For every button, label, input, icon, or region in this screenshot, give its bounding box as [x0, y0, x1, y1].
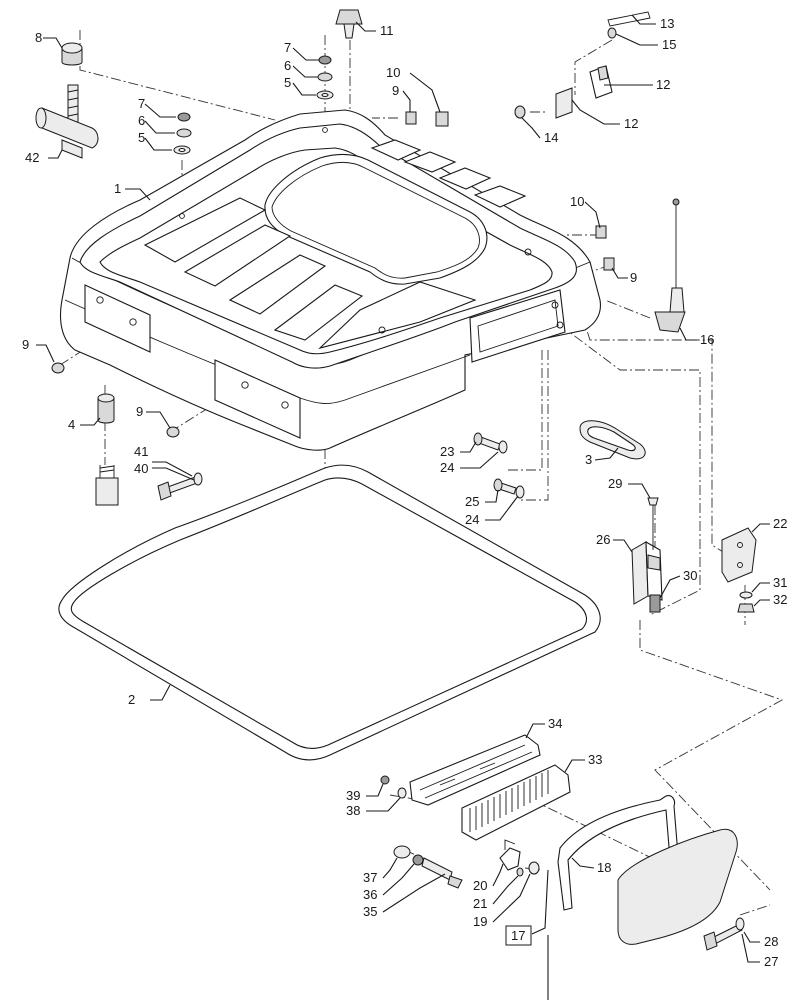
callout-5-right: 5: [284, 75, 291, 90]
callout-1: 1: [114, 181, 121, 196]
callout-8: 8: [35, 30, 42, 45]
filter-housing-34: [409, 734, 541, 806]
roof-seal: [58, 464, 601, 761]
fitting-11: [335, 9, 363, 39]
callout-27: 27: [764, 954, 778, 969]
callout-28: 28: [764, 934, 778, 949]
screw-set-35-37: [393, 845, 463, 889]
callout-labels: 8 42 1 7 6 5 7 6 5 11 10 9 13 15 12 12 1…: [22, 16, 787, 969]
callout-35: 35: [363, 904, 377, 919]
clip-20: [499, 839, 540, 877]
callout-13: 13: [660, 16, 674, 31]
sleeve-4: [95, 393, 119, 506]
callout-11: 11: [380, 23, 394, 38]
callout-31: 31: [773, 575, 787, 590]
callout-9-top: 9: [392, 83, 399, 98]
cab-roof: [59, 109, 602, 451]
callout-24-top: 24: [440, 460, 454, 475]
callout-24-bottom: 24: [465, 512, 479, 527]
leader-lines: [36, 14, 770, 1000]
callout-18: 18: [597, 860, 611, 875]
callout-16: 16: [700, 332, 714, 347]
callout-37: 37: [363, 870, 377, 885]
callout-23: 23: [440, 444, 454, 459]
callout-4: 4: [68, 417, 75, 432]
bracket-22: [721, 527, 757, 583]
callout-34: 34: [548, 716, 562, 731]
callout-12b: 12: [624, 116, 638, 131]
filter-33: [461, 764, 571, 841]
callout-17: 17: [511, 928, 525, 943]
bolt-40: [157, 472, 203, 501]
callout-15: 15: [662, 37, 676, 52]
callout-26: 26: [596, 532, 610, 547]
callout-7-right: 7: [284, 40, 291, 55]
latch-12: [514, 11, 651, 119]
callout-29: 29: [608, 476, 622, 491]
seal-strip-18: [557, 795, 681, 911]
callout-10-right: 10: [570, 194, 584, 209]
callout-9-right: 9: [630, 270, 637, 285]
callout-30: 30: [683, 568, 697, 583]
callout-6-right: 6: [284, 58, 291, 73]
callout-25: 25: [465, 494, 479, 509]
callout-32: 32: [773, 592, 787, 607]
callout-12: 12: [656, 77, 670, 92]
antenna-16: [654, 198, 686, 333]
callout-38: 38: [346, 803, 360, 818]
callout-17-box: [505, 925, 532, 946]
callout-20: 20: [473, 878, 487, 893]
callout-36: 36: [363, 887, 377, 902]
fasteners-5-6-7-left: [173, 112, 192, 155]
callout-9-bottom: 9: [136, 404, 143, 419]
callout-7-left: 7: [138, 96, 145, 111]
callout-40: 40: [134, 461, 148, 476]
callout-14: 14: [544, 130, 558, 145]
callout-10-top: 10: [386, 65, 400, 80]
washer-nut-31-32: [737, 591, 755, 613]
plugs-9-10: [51, 111, 615, 438]
t-handle-42: [35, 84, 99, 159]
bolt-27: [703, 917, 745, 951]
callout-41: 41: [134, 444, 148, 459]
bolts-23-25: [473, 432, 525, 499]
callout-39: 39: [346, 788, 360, 803]
callout-9-left: 9: [22, 337, 29, 352]
hinge-26: [631, 497, 663, 613]
washer-38-39: [380, 775, 407, 799]
callout-5-left: 5: [138, 130, 145, 145]
callout-22: 22: [773, 516, 787, 531]
callout-19: 19: [473, 914, 487, 929]
grommet-3: [579, 420, 646, 460]
callout-21: 21: [473, 896, 487, 911]
callout-33: 33: [588, 752, 602, 767]
callout-6-left: 6: [138, 113, 145, 128]
callout-42: 42: [25, 150, 39, 165]
knob-8: [61, 42, 83, 66]
cover-panel: [617, 828, 738, 945]
callout-3: 3: [585, 452, 592, 467]
callout-2: 2: [128, 692, 135, 707]
fasteners-5-6-7-right: [316, 55, 334, 100]
